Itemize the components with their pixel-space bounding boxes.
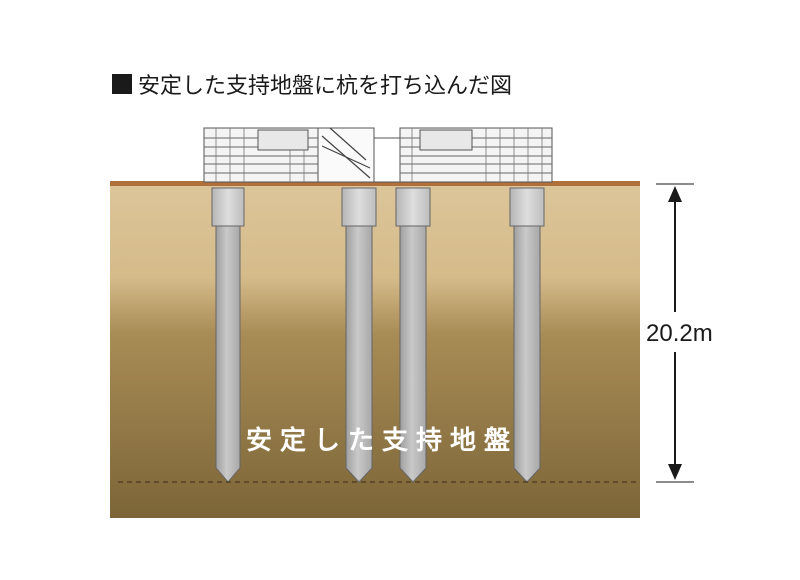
title-square-bullet <box>112 74 132 94</box>
depth-value-label: 20.2m <box>646 320 713 347</box>
pile-3 <box>395 187 431 483</box>
title-text: 安定した支持地盤に杭を打ち込んだ図 <box>138 74 513 99</box>
diagram-title: 安定した支持地盤に杭を打ち込んだ図 <box>112 68 512 100</box>
pile-2 <box>341 187 377 483</box>
arrow-up-icon <box>668 186 682 202</box>
building-illustration <box>203 127 553 183</box>
soil-block <box>110 184 640 518</box>
pile-4 <box>509 187 545 483</box>
depth-dimension <box>656 183 694 483</box>
arrow-down-icon <box>668 464 682 480</box>
bearing-ground-label: 安定した支持地盤 <box>246 425 518 456</box>
pile-1 <box>211 187 245 483</box>
ground-surface-line <box>110 181 640 186</box>
